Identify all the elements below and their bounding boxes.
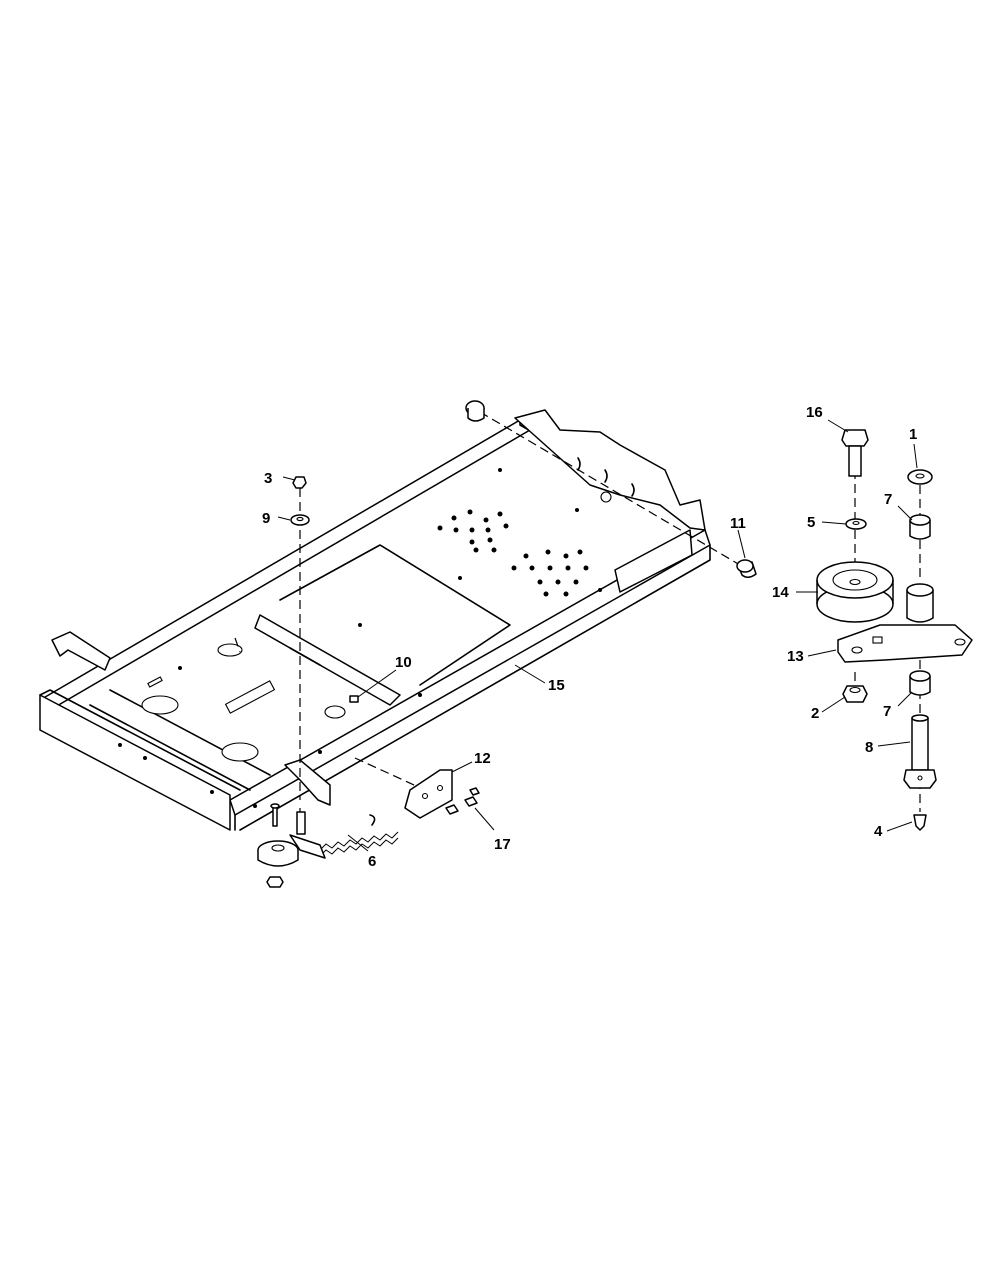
hole-pattern-mid xyxy=(511,549,589,597)
bushing-11 xyxy=(736,559,757,578)
washer-1 xyxy=(907,469,933,485)
callout-11: 11 xyxy=(730,515,746,532)
idler-arm xyxy=(289,834,326,859)
callout-16: 16 xyxy=(806,404,823,421)
callout-12: 12 xyxy=(474,750,491,767)
leader-lines xyxy=(277,419,918,852)
pulley-14 xyxy=(816,561,894,623)
callout-15: 15 xyxy=(548,677,565,694)
idler-pulley xyxy=(257,840,299,867)
callout-7-lower: 7 xyxy=(883,703,891,720)
washer-5 xyxy=(845,518,867,530)
callout-8: 8 xyxy=(865,739,873,756)
bracket-12 xyxy=(404,769,453,819)
idler-bolt xyxy=(270,803,306,835)
washer-9 xyxy=(290,514,310,526)
frame-bushing xyxy=(465,400,485,422)
idler-nut xyxy=(266,876,284,888)
bushing-7-lower xyxy=(909,670,931,696)
fitting-4 xyxy=(913,814,927,831)
callout-4: 4 xyxy=(874,823,883,840)
callout-13: 13 xyxy=(787,648,804,665)
bolt-16 xyxy=(841,429,869,477)
callout-10: 10 xyxy=(395,654,412,671)
callout-3: 3 xyxy=(264,470,272,487)
mower-frame xyxy=(39,409,711,831)
shaft-8 xyxy=(903,714,937,789)
nut-2 xyxy=(842,685,868,703)
callout-1: 1 xyxy=(909,426,917,443)
callout-2: 2 xyxy=(811,705,819,722)
part-10 xyxy=(349,695,359,703)
callout-labels: 3 9 10 11 15 12 17 6 16 1 7 5 14 13 2 7 … xyxy=(262,404,917,870)
callout-14: 14 xyxy=(772,584,789,601)
callout-9: 9 xyxy=(262,510,270,527)
hole-pattern-rear xyxy=(437,509,509,553)
bolt-17 xyxy=(445,787,480,815)
callout-17: 17 xyxy=(494,836,511,853)
callout-7-upper: 7 xyxy=(884,491,892,508)
bushing-7-upper xyxy=(909,514,931,540)
callout-5: 5 xyxy=(807,514,815,531)
spring-6 xyxy=(319,814,399,857)
nut-3 xyxy=(292,476,307,489)
arm-13 xyxy=(837,583,973,663)
callout-6: 6 xyxy=(368,853,376,870)
